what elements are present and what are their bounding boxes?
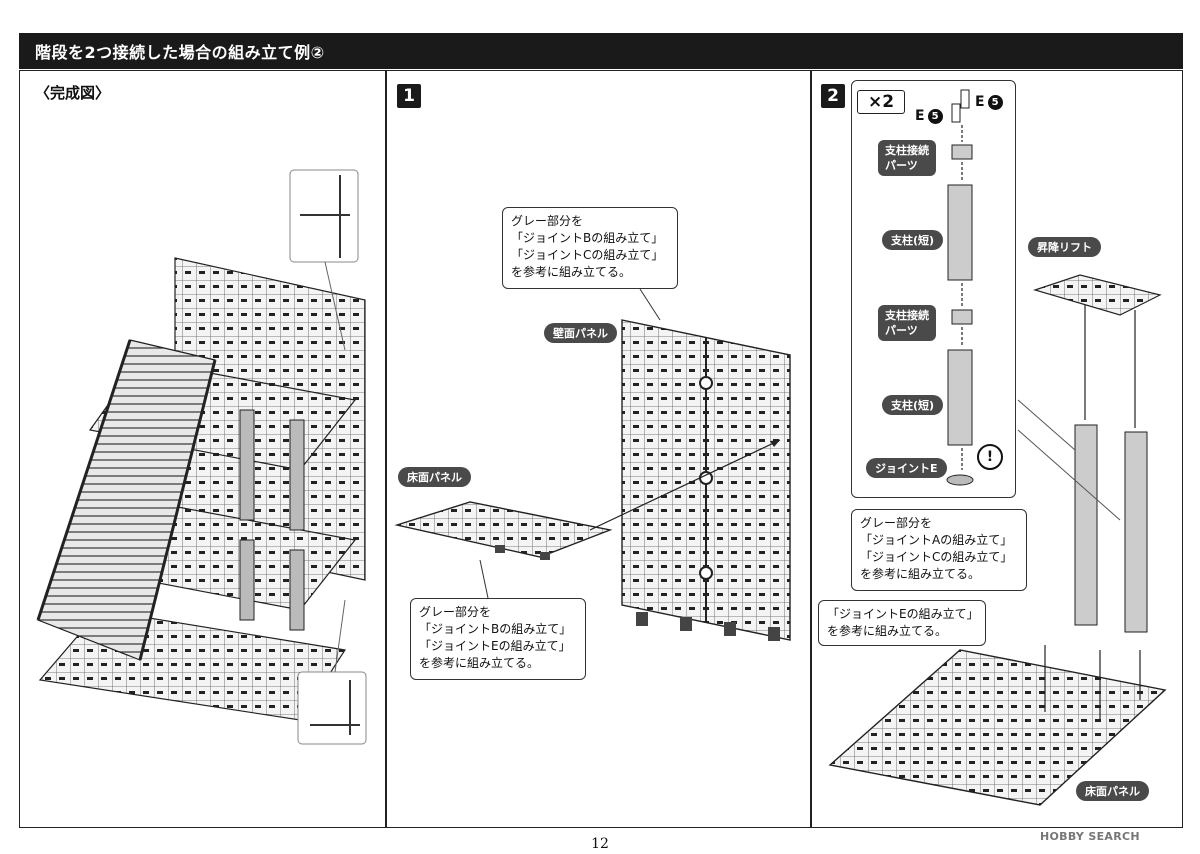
- callout-line: グレー部分を: [860, 516, 933, 530]
- page-header: 階段を2つ接続した場合の組み立て例②: [19, 33, 1183, 69]
- step-number-2: 2: [821, 84, 845, 108]
- label-line: 支柱接続: [885, 144, 929, 157]
- completed-view-title: 〈完成図〉: [35, 84, 111, 102]
- label-post-connector-2: 支柱接続 パーツ: [878, 305, 936, 341]
- label-post-connector-1: 支柱接続 パーツ: [878, 140, 936, 176]
- quantity-multiplier: ×2: [857, 90, 905, 114]
- callout-line: グレー部分を: [511, 214, 584, 228]
- completed-assembly-drawing: [36, 169, 367, 745]
- step2-drawing: [828, 89, 1167, 806]
- label-joint-e: ジョイントE: [866, 458, 947, 478]
- part-e-letter: E: [975, 94, 985, 110]
- callout-line: 「ジョイントEの組み立て」: [419, 639, 571, 653]
- callout-line: 「ジョイントCの組み立て」: [860, 550, 1013, 564]
- part-number-badge: 5: [987, 94, 1003, 110]
- callout-step2-e: 「ジョイントEの組み立て」 を参考に組み立てる。: [818, 600, 986, 646]
- label-floor-panel-step2: 床面パネル: [1076, 781, 1149, 801]
- callout-line: 「ジョイントBの組み立て」: [511, 231, 664, 245]
- callout-line: 「ジョイントEの組み立て」: [827, 607, 979, 621]
- callout-line: 「ジョイントAの組み立て」: [860, 533, 1013, 547]
- label-line: 支柱接続: [885, 309, 929, 322]
- label-line: パーツ: [885, 159, 918, 172]
- page-title: 階段を2つ接続した場合の組み立て例②: [35, 43, 325, 62]
- callout-step1-top: グレー部分を 「ジョイントBの組み立て」 「ジョイントCの組み立て」 を参考に組…: [502, 207, 678, 289]
- step-number-1: 1: [397, 84, 421, 108]
- watermark-brand: HOBBY: [1040, 830, 1085, 843]
- callout-step1-bottom: グレー部分を 「ジョイントBの組み立て」 「ジョイントEの組み立て」 を参考に組…: [410, 598, 586, 680]
- warning-icon: !: [977, 444, 1003, 470]
- step1-drawing: [394, 288, 791, 641]
- callout-line: を参考に組み立てる。: [511, 265, 632, 279]
- callout-line: 「ジョイントCの組み立て」: [511, 248, 664, 262]
- callout-line: 「ジョイントBの組み立て」: [419, 622, 572, 636]
- callout-step2-ac: グレー部分を 「ジョイントAの組み立て」 「ジョイントCの組み立て」 を参考に組…: [851, 509, 1027, 591]
- page-number: 12: [591, 836, 609, 852]
- label-lift: 昇降リフト: [1028, 237, 1101, 257]
- part-number-badge: 5: [927, 108, 943, 124]
- watermark-logo: HOBBY SEARCH: [1040, 830, 1140, 843]
- label-post-short-2: 支柱(短): [882, 395, 944, 415]
- callout-line: グレー部分を: [419, 605, 492, 619]
- label-wall-panel: 壁面パネル: [544, 323, 617, 343]
- label-line: パーツ: [885, 324, 918, 337]
- callout-line: を参考に組み立てる。: [419, 656, 540, 670]
- part-e-letter: E: [915, 108, 925, 124]
- callout-line: を参考に組み立てる。: [860, 567, 981, 581]
- callout-line: を参考に組み立てる。: [827, 624, 948, 638]
- part-assembly-box: [851, 80, 1016, 498]
- watermark-suffix: SEARCH: [1088, 830, 1140, 843]
- label-post-short-1: 支柱(短): [882, 230, 944, 250]
- label-floor-panel-step1: 床面パネル: [398, 467, 471, 487]
